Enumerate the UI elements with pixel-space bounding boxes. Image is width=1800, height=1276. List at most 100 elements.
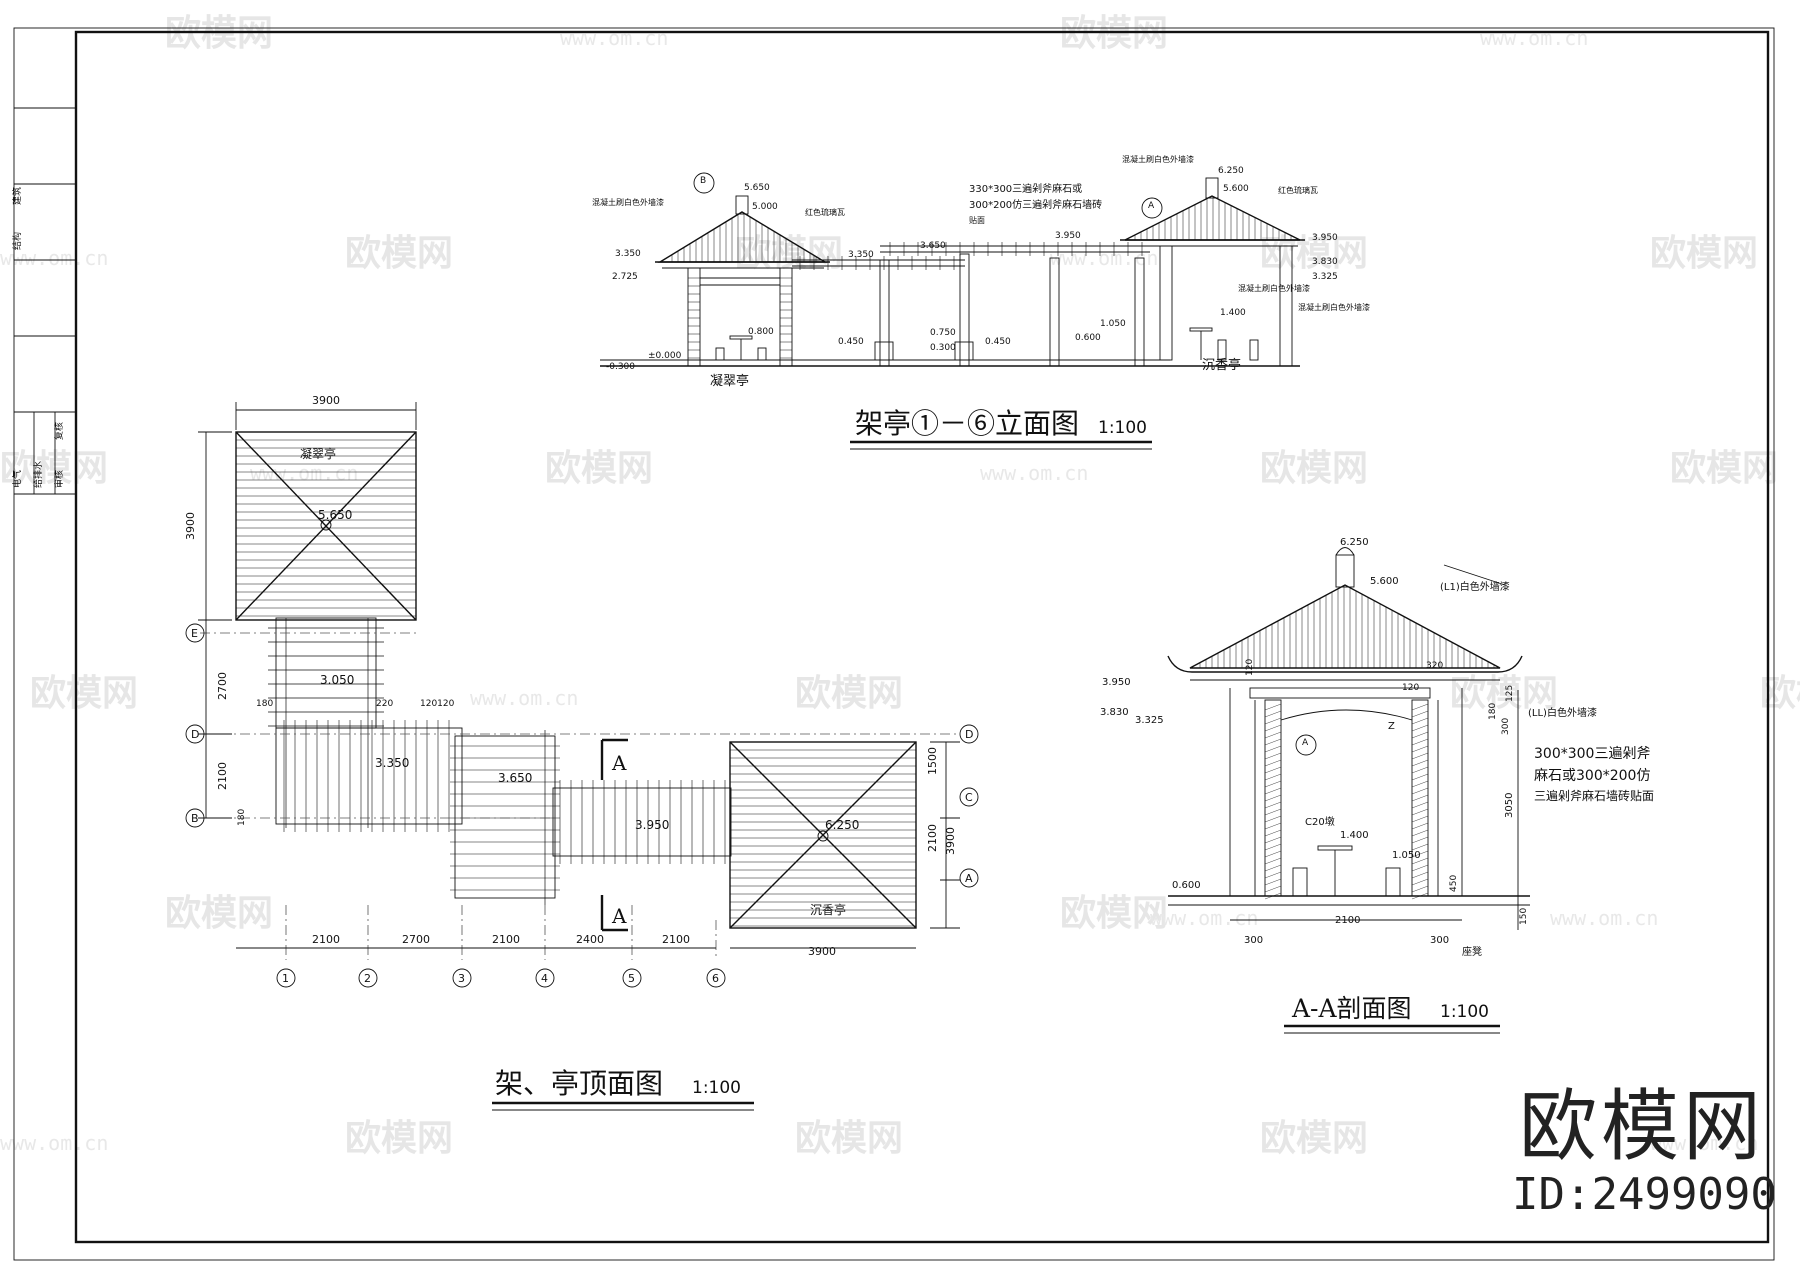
level-label: 3.830 [1100, 707, 1129, 718]
level-label: 6.250 [1218, 166, 1244, 176]
brand-name: 欧模网 [1518, 1082, 1765, 1172]
axis-row-bubble: B [185, 808, 205, 828]
svg-text:www.om.cn: www.om.cn [470, 686, 578, 710]
dim-label: 2100 [312, 933, 340, 946]
tb-cell: 建筑 [11, 187, 23, 205]
dim-label: 3900 [944, 827, 957, 855]
level-label: 0.300 [930, 343, 956, 353]
svg-text:欧模网: 欧模网 [1060, 13, 1168, 54]
dim-label: 120120 [420, 699, 455, 709]
axis-col-bubble: 5 [622, 968, 642, 988]
dim-label: 2100 [926, 824, 939, 852]
note: 红色琉璃瓦 [1278, 185, 1318, 195]
level-label: 3.350 [375, 756, 409, 770]
title-block: 建筑 结构 电气 给排水 审核 复核 [11, 187, 65, 488]
level-label: 3.350 [848, 250, 874, 260]
level-label: 1.050 [1392, 850, 1421, 861]
elevation-scale: 1:100 [1098, 418, 1147, 438]
note: 混凝土刷白色外墙漆 [1298, 302, 1370, 312]
level-label: 0.800 [748, 327, 774, 337]
dim-label: 300 [1244, 935, 1263, 946]
level-label: 3.950 [1312, 233, 1338, 243]
level-label: -0.300 [606, 362, 635, 372]
svg-text:A: A [611, 751, 627, 775]
note: 300*300三遍剁斧 [1534, 746, 1650, 762]
dim-label: 125 [1505, 685, 1515, 702]
pavilion-label: 沉香亭 [810, 902, 846, 917]
svg-text:欧模网: 欧模网 [1260, 448, 1368, 489]
svg-text:5: 5 [628, 972, 635, 985]
level-label: 3.830 [1312, 257, 1338, 267]
dim-label: 3050 [1504, 793, 1515, 818]
note: 贴面 [969, 215, 985, 225]
note: 混凝土刷白色外墙漆 [592, 197, 664, 207]
dim-label: 1500 [926, 747, 939, 775]
dim-label: 2100 [216, 762, 229, 790]
svg-text:www.om.cn: www.om.cn [1480, 26, 1588, 50]
level-label: ±0.000 [648, 351, 682, 361]
svg-text:欧模网: 欧模网 [345, 233, 453, 274]
axis-col-bubble: 4 [535, 968, 555, 988]
svg-text:欧模网: 欧模网 [0, 448, 108, 489]
level-label: 0.600 [1075, 333, 1101, 343]
level-label: 3.650 [920, 241, 946, 251]
tb-cell: 审核 [53, 470, 65, 488]
svg-text:www.om.cn: www.om.cn [1150, 906, 1258, 930]
dim-label: 2100 [662, 933, 690, 946]
detail-tag-label: B [700, 176, 706, 186]
level-label: 0.450 [838, 337, 864, 347]
svg-text:B: B [191, 812, 199, 825]
note: 混凝土刷白色外墙漆 [1238, 283, 1310, 293]
axis-row-bubble: A [959, 868, 979, 888]
svg-text:欧模网: 欧模网 [1650, 233, 1758, 274]
svg-text:www.om.cn: www.om.cn [0, 246, 108, 270]
section-levels: 6.250 5.600 3.950 3.830 3.325 1.400 1.05… [1100, 537, 1421, 891]
level-label: 3.325 [1135, 715, 1164, 726]
dim-label: 300 [1430, 935, 1449, 946]
level-label: 0.600 [1172, 880, 1201, 891]
section-title: A-A剖面图 [1291, 994, 1412, 1023]
axis-row-bubble: D [959, 724, 979, 744]
dim-label: 2700 [402, 933, 430, 946]
detail-tag [1141, 197, 1163, 219]
tb-cell: 结构 [11, 232, 23, 250]
z-mark: Z [1388, 721, 1395, 732]
svg-text:欧模网: 欧模网 [30, 673, 138, 714]
svg-text:欧模网: 欧模网 [795, 1118, 903, 1159]
level-label: 6.250 [825, 818, 859, 832]
detail-tag-label: A [1148, 201, 1155, 211]
dim-label: 180 [1488, 703, 1498, 720]
level-label: 5.650 [744, 183, 770, 193]
level-label: 5.650 [318, 508, 352, 522]
level-label: 6.250 [1340, 537, 1369, 548]
detail-tag [1295, 734, 1317, 756]
dim-label: 120 [1402, 683, 1419, 693]
elevation-title: 架亭①－⑥立面图 [855, 407, 1079, 440]
svg-text:2: 2 [364, 972, 371, 985]
svg-text:欧模网: 欧模网 [165, 893, 273, 934]
svg-text:D: D [965, 728, 973, 741]
tb-cell: 电气 [11, 470, 23, 488]
svg-text:www.om.cn: www.om.cn [1550, 906, 1658, 930]
note: 300*200仿三遍剁斧麻石墙砖 [969, 198, 1102, 211]
axis-row-bubble: D [185, 724, 205, 744]
level-label: 1.050 [1100, 319, 1126, 329]
note: 麻石或300*200仿 [1534, 768, 1650, 784]
svg-text:A: A [965, 872, 973, 885]
pavilion-label: 沉香亭 [1202, 357, 1241, 373]
watermark-layer: 欧模网欧模网欧模网欧模网欧模网欧模网欧模网欧模网欧模网欧模网欧模网欧模网欧模网欧… [0, 13, 1800, 1159]
axis-col-bubble: 1 [276, 968, 296, 988]
level-label: 1.400 [1340, 830, 1369, 841]
plan-dimensions: 3900 3900 2700 2100 2100 2700 2100 2400 … [184, 394, 957, 958]
section-dims: 2100 300 300 3050 120 320 125 180 300 45… [1244, 659, 1529, 946]
note: (LL)白色外墙漆 [1528, 706, 1597, 719]
dim-label: 3900 [312, 394, 340, 407]
level-label: 1.400 [1220, 308, 1246, 318]
svg-text:D: D [191, 728, 199, 741]
level-label: 0.450 [985, 337, 1011, 347]
detail-tag [693, 172, 715, 194]
dim-label: 450 [1449, 875, 1459, 892]
elevation-levels: 5.650 5.000 3.350 2.725 3.650 3.350 3.95… [606, 166, 1338, 372]
svg-text:3: 3 [458, 972, 465, 985]
brand-id: ID:2499090 [1512, 1169, 1777, 1220]
